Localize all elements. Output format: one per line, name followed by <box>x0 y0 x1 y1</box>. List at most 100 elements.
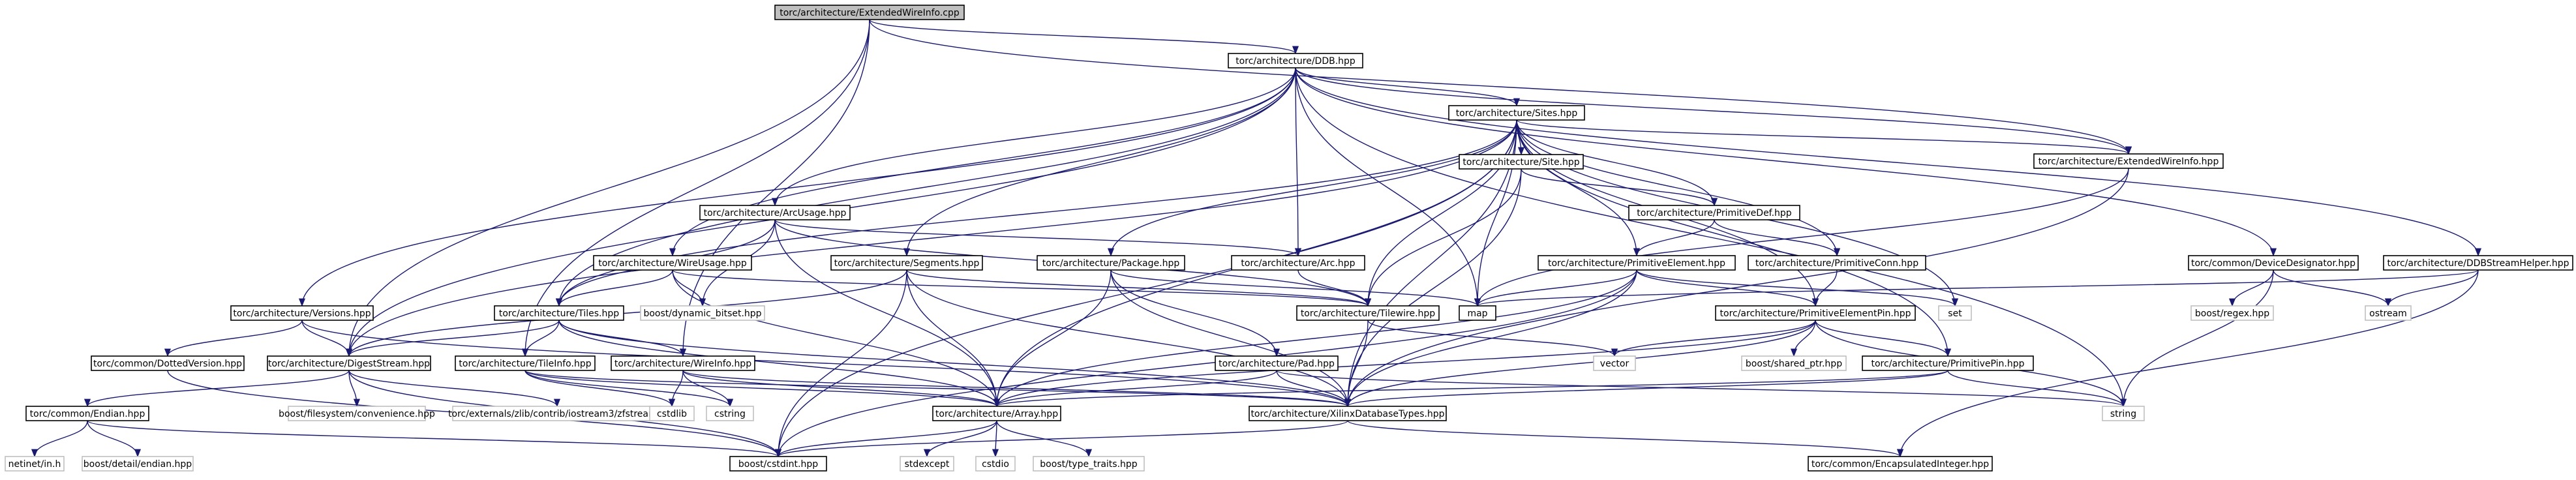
edge-ddb-to-wireusage <box>669 67 1296 257</box>
edge-endian-to-bendian <box>87 420 142 458</box>
node-wireusage[interactable]: torc/architecture/WireUsage.hpp <box>593 255 752 271</box>
node-array-box <box>932 406 1061 421</box>
node-arc-box <box>1231 255 1365 271</box>
node-sharedptr-box <box>1741 355 1847 371</box>
edge-tilewire-to-vector <box>1367 320 1618 357</box>
edge-primelem-to-map <box>1474 269 1637 307</box>
node-dotver[interactable]: torc/common/DottedVersion.hpp <box>91 355 245 371</box>
node-xdt-box <box>1249 406 1447 421</box>
edge-ewi_cpp-to-ddb <box>869 19 1299 55</box>
edge-primelempin-to-array <box>993 320 1816 408</box>
node-ddbsh-label: torc/architecture/DDBStreamHelper.hpp <box>2387 258 2569 269</box>
node-primdef-box <box>1628 205 1800 220</box>
node-vector: vector <box>1593 355 1636 371</box>
node-cstdio-label: cstdio <box>982 459 1009 470</box>
node-primconn-box <box>1748 255 1926 271</box>
node-tileinfo[interactable]: torc/architecture/TileInfo.hpp <box>455 355 596 371</box>
edge-sites-to-primdef <box>1516 119 1718 207</box>
node-ostream-box <box>2365 305 2412 321</box>
node-array[interactable]: torc/architecture/Array.hpp <box>932 406 1061 421</box>
edge-primdef-to-primconn <box>1714 219 1840 257</box>
node-ddb[interactable]: torc/architecture/DDB.hpp <box>1228 53 1363 68</box>
node-regex-label: boost/regex.hpp <box>2195 308 2269 319</box>
edge-pad-to-array <box>993 370 1277 408</box>
node-pad-label: torc/architecture/Pad.hpp <box>1219 359 1335 369</box>
node-ewi_hpp[interactable]: torc/architecture/ExtendedWireInfo.hpp <box>2033 153 2224 169</box>
edge-tileinfo-to-array <box>524 370 1000 408</box>
node-package[interactable]: torc/architecture/Package.hpp <box>1037 255 1185 271</box>
edge-package-to-array <box>993 269 1112 408</box>
node-regex-box <box>2190 305 2274 321</box>
node-set-label: set <box>1948 308 1962 319</box>
node-dotver-box <box>91 355 245 371</box>
edge-ddb-to-sites <box>1295 67 1520 107</box>
edge-endian-to-netinet <box>31 420 88 458</box>
edge-wireusage-to-tiles <box>556 269 673 307</box>
edge-ewi_cpp-to-wireinfo <box>679 19 870 357</box>
node-sites[interactable]: torc/architecture/Sites.hpp <box>1448 105 1585 121</box>
node-sharedptr-label: boost/shared_ptr.hpp <box>1746 359 1842 369</box>
node-wireinfo[interactable]: torc/architecture/WireInfo.hpp <box>611 355 755 371</box>
node-fsconv: boost/filesystem/convenience.hpp <box>279 406 435 421</box>
node-ostream-label: ostream <box>2369 308 2407 319</box>
node-encint-box <box>1808 456 1993 472</box>
node-pad[interactable]: torc/architecture/Pad.hpp <box>1215 355 1339 371</box>
node-primelempin[interactable]: torc/architecture/PrimitiveElementPin.hp… <box>1715 305 1916 321</box>
edge-primelem-to-cstdint <box>775 269 1637 458</box>
node-arc[interactable]: torc/architecture/Arc.hpp <box>1231 255 1365 271</box>
node-versions-box <box>230 305 374 321</box>
edge-site-to-primdef <box>1521 168 1718 207</box>
edge-array-to-typetraits <box>996 420 1092 458</box>
node-devdes[interactable]: torc/common/DeviceDesignator.hpp <box>2188 255 2359 271</box>
node-cstdlib-box <box>649 406 695 421</box>
node-encint[interactable]: torc/common/EncapsulatedInteger.hpp <box>1808 456 1993 472</box>
node-primpin[interactable]: torc/architecture/PrimitivePin.hpp <box>1862 355 2034 371</box>
edge-segments-to-xdt <box>906 269 1351 408</box>
node-digest[interactable]: torc/architecture/DigestStream.hpp <box>267 355 431 371</box>
edge-arcusage-to-array <box>774 219 1001 408</box>
node-ddb-box <box>1228 53 1363 68</box>
edge-devdes-to-string <box>2119 269 2274 408</box>
node-site-label: torc/architecture/Site.hpp <box>1462 157 1579 168</box>
node-primelem[interactable]: torc/architecture/PrimitiveElement.hpp <box>1538 255 1736 271</box>
node-cstring: cstring <box>706 406 754 421</box>
node-site[interactable]: torc/architecture/Site.hpp <box>1459 154 1584 170</box>
node-ewi_cpp-box <box>774 5 965 20</box>
node-string-box <box>2102 406 2145 421</box>
edge-wireusage-to-array <box>672 269 1000 408</box>
node-primconn[interactable]: torc/architecture/PrimitiveConn.hpp <box>1748 255 1926 271</box>
edge-ddb-to-arcusage <box>772 67 1296 207</box>
node-primdef[interactable]: torc/architecture/PrimitiveDef.hpp <box>1628 205 1800 220</box>
node-tilewire[interactable]: torc/architecture/Tilewire.hpp <box>1296 305 1440 321</box>
edge-ewi_hpp-to-xdt <box>1344 168 2129 408</box>
node-arcusage-label: torc/architecture/ArcUsage.hpp <box>704 208 847 218</box>
node-xdt[interactable]: torc/architecture/XilinxDatabaseTypes.hp… <box>1249 406 1447 421</box>
node-tiles[interactable]: torc/architecture/Tiles.hpp <box>494 305 624 321</box>
node-map[interactable]: map <box>1459 305 1496 321</box>
node-primpin-label: torc/architecture/PrimitivePin.hpp <box>1871 359 2025 369</box>
node-arcusage[interactable]: torc/architecture/ArcUsage.hpp <box>699 205 851 220</box>
edge-arc-to-tilewire <box>1297 269 1371 307</box>
edge-ewi_cpp-to-digest <box>345 19 870 357</box>
edge-array-to-cstdint <box>775 420 997 458</box>
node-fsconv-label: boost/filesystem/convenience.hpp <box>279 409 435 419</box>
node-digest-label: torc/architecture/DigestStream.hpp <box>268 359 430 369</box>
edge-versions-to-digest <box>301 320 353 357</box>
node-versions[interactable]: torc/architecture/Versions.hpp <box>230 305 374 321</box>
node-cstdint[interactable]: boost/cstdint.hpp <box>729 456 827 472</box>
node-versions-label: torc/architecture/Versions.hpp <box>233 308 371 319</box>
node-endian[interactable]: torc/common/Endian.hpp <box>25 406 149 421</box>
node-stdexcept-box <box>900 456 954 472</box>
node-ddbsh[interactable]: torc/architecture/DDBStreamHelper.hpp <box>2383 255 2573 271</box>
edge-tilewire-to-xdt <box>1344 320 1369 408</box>
node-bendian-box <box>82 456 194 472</box>
node-segments[interactable]: torc/architecture/Segments.hpp <box>830 255 983 271</box>
node-ewi_cpp[interactable]: torc/architecture/ExtendedWireInfo.cpp <box>774 5 965 20</box>
edge-primpin-to-xdt <box>1344 370 1948 408</box>
edge-devdes-to-ostream <box>2273 269 2391 307</box>
node-encint-label: torc/common/EncapsulatedInteger.hpp <box>1811 459 1989 470</box>
edge-arcusage-to-arc <box>774 219 1301 257</box>
edge-segments-to-digest <box>346 269 907 357</box>
node-bendian: boost/detail/endian.hpp <box>82 456 194 472</box>
node-primconn-label: torc/architecture/PrimitiveConn.hpp <box>1755 258 1918 269</box>
